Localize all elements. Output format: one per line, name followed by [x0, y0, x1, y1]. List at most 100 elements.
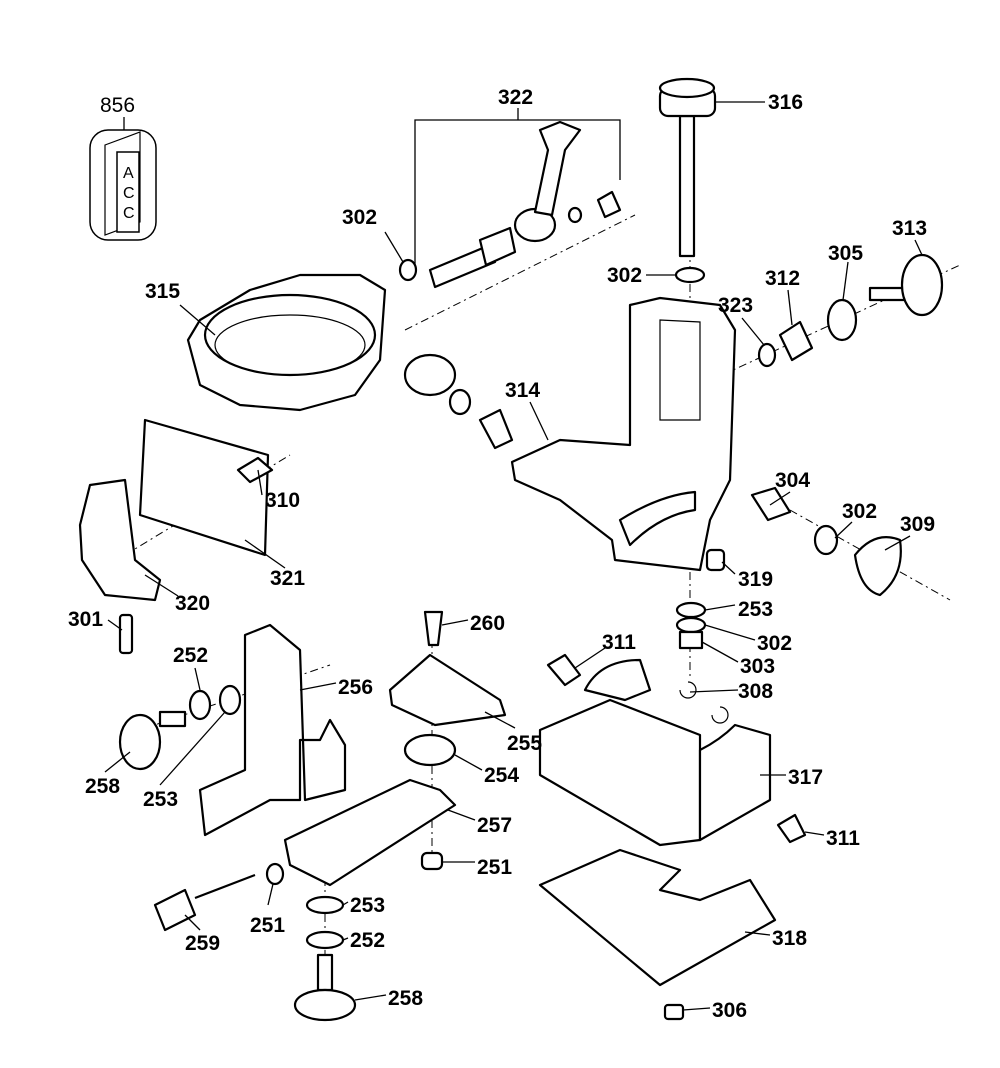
- leader-line-304: [769, 491, 791, 506]
- leader-line-323: [741, 317, 765, 346]
- part-258-knob-bottom: [293, 988, 357, 1022]
- leader-line-308: [689, 689, 739, 693]
- part-259-screw: [153, 888, 197, 932]
- part-253-washer-bottom: [305, 895, 345, 915]
- part-screw: [478, 408, 514, 450]
- leader-line-301: [107, 619, 123, 631]
- leader-line-258: [104, 751, 131, 773]
- label-309: 309: [900, 513, 935, 536]
- part-312-bushing: [778, 320, 814, 362]
- label-301: 301: [68, 608, 103, 631]
- label-302: 302: [342, 206, 377, 229]
- part-319-bushing: [705, 548, 726, 572]
- part-310-screw: [236, 456, 274, 484]
- label-311: 311: [602, 631, 636, 654]
- part-302-washer-lower: [675, 616, 707, 634]
- label-251: 251: [250, 914, 285, 937]
- leader-line-315: [179, 304, 216, 336]
- label-255: 255: [507, 732, 542, 755]
- label-323: 323: [718, 294, 753, 317]
- part-314-bracket: [510, 296, 737, 572]
- label-318: 318: [772, 927, 807, 950]
- label-312: 312: [765, 267, 800, 290]
- part-311-pin-2: [776, 813, 807, 844]
- part-257-slide: [283, 778, 457, 887]
- label-314: 314: [505, 379, 540, 402]
- part-258-knob: [118, 713, 162, 771]
- leader-line-309: [884, 535, 911, 551]
- label-256: 256: [338, 676, 373, 699]
- part-253-washer-left: [218, 684, 242, 716]
- leader-line-313: [914, 239, 923, 256]
- label-302: 302: [757, 632, 792, 655]
- label-311: 311: [826, 827, 860, 850]
- leader-line-302: [704, 624, 756, 641]
- part-302-washer-top: [674, 266, 706, 284]
- label-253: 253: [350, 894, 385, 917]
- label-305: 305: [828, 242, 863, 265]
- label-317: 317: [788, 766, 823, 789]
- leader-line-256: [299, 682, 337, 691]
- label-304: 304: [775, 469, 810, 492]
- leader-line-257: [447, 809, 476, 821]
- label-260: 260: [470, 612, 505, 635]
- leader-line-314: [529, 401, 549, 441]
- label-253: 253: [738, 598, 773, 621]
- leader-line-310: [257, 469, 263, 496]
- label-320: 320: [175, 592, 210, 615]
- axis-lines: [124, 140, 961, 1000]
- label-252: 252: [350, 929, 385, 952]
- part-258-shaft: [158, 710, 187, 728]
- part-256-fence: [198, 623, 347, 837]
- part-252-washer-bottom: [305, 930, 345, 950]
- label-252: 252: [173, 644, 208, 667]
- leader-line-306: [682, 1007, 711, 1011]
- part-323-washer: [757, 342, 777, 368]
- part-252-washer: [188, 689, 212, 721]
- label-322: 322: [498, 86, 533, 109]
- label-315: 315: [145, 280, 180, 303]
- label-254: 254: [484, 764, 519, 787]
- part-303-nut: [678, 630, 704, 650]
- leader-lines: [104, 101, 923, 1011]
- part-308-clip: [679, 681, 697, 699]
- leader-line-252: [342, 937, 349, 941]
- acc-letter-a: A: [123, 165, 134, 182]
- leader-line-253: [159, 711, 226, 786]
- label-319: 319: [738, 568, 773, 591]
- label-313: 313: [892, 217, 927, 240]
- leader-line-303: [701, 641, 739, 663]
- acc-letter-c: C: [123, 185, 135, 202]
- label-321: 321: [270, 567, 305, 590]
- part-317-base: [538, 658, 772, 847]
- part-315-ring-housing: [186, 273, 387, 412]
- leader-line-259: [184, 914, 201, 931]
- part-253-washer: [675, 601, 707, 619]
- part-302-washer-right: [813, 524, 839, 556]
- label-308: 308: [738, 680, 773, 703]
- label-251: 251: [477, 856, 512, 879]
- leader-line-312: [787, 289, 793, 326]
- part-309-knob: [853, 536, 902, 597]
- part-251-nut: [420, 851, 444, 871]
- label-310: 310: [265, 489, 300, 512]
- part-308-clip-2: [711, 706, 729, 724]
- accessory-box-856: 856 A C C: [89, 94, 157, 241]
- label-303: 303: [740, 655, 775, 678]
- leader-line-318: [744, 931, 771, 936]
- leader-line-302: [834, 521, 853, 539]
- leader-line-252: [194, 667, 201, 691]
- part-318-plate: [538, 848, 777, 987]
- label-253: 253: [143, 788, 178, 811]
- part-313-knob: [868, 253, 944, 317]
- part-washer: [448, 388, 472, 416]
- part-260-screw: [423, 610, 444, 647]
- label-258: 258: [85, 775, 120, 798]
- part-321-plate: [138, 418, 270, 557]
- part-255-clamp: [388, 653, 507, 727]
- leader-line-305: [842, 261, 849, 301]
- leader-line-258: [354, 994, 387, 1001]
